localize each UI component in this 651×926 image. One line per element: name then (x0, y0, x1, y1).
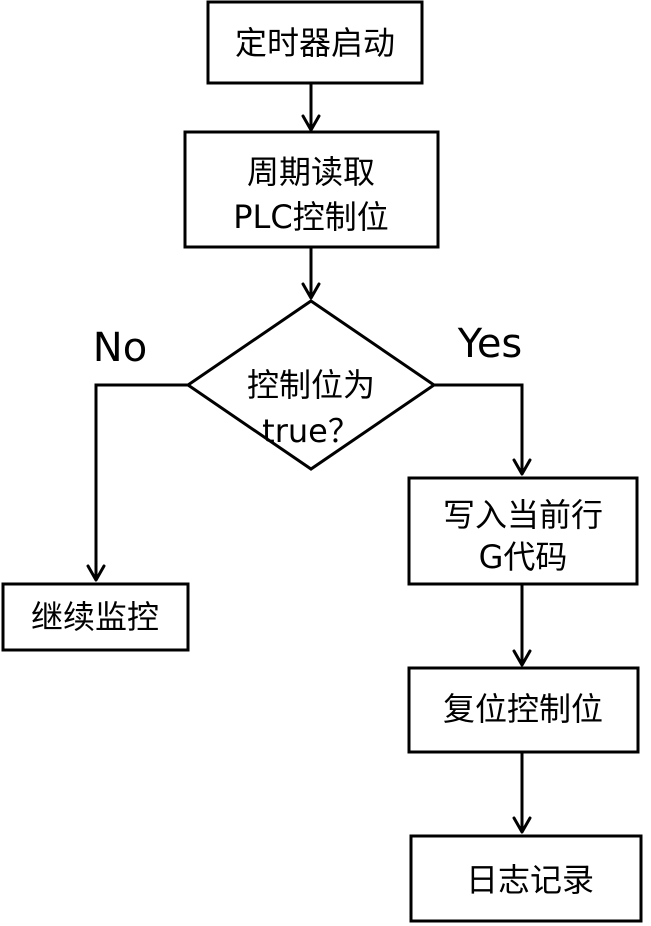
node-write: 写入当前行 G代码 (407, 476, 639, 586)
node-read-line1: 周期读取 (247, 153, 375, 191)
node-read-line2: PLC控制位 (233, 198, 388, 236)
node-decision-line2: true？ (262, 412, 360, 450)
connector-decision-no (94, 383, 188, 578)
arrowhead-write (512, 458, 532, 476)
node-write-line1: 写入当前行 (443, 496, 603, 534)
node-decision: 控制位为 true？ (185, 299, 437, 471)
node-continue-label: 继续监控 (31, 598, 159, 636)
node-write-line2: G代码 (479, 538, 568, 576)
connector-decision-yes (434, 383, 524, 472)
arrowhead-reset (512, 649, 532, 667)
node-continue: 继续监控 (1, 582, 190, 652)
node-reset-label: 复位控制位 (443, 690, 603, 728)
node-read-box (183, 130, 440, 249)
node-reset: 复位控制位 (407, 666, 640, 754)
node-decision-line1: 控制位为 (247, 366, 375, 404)
node-log-label: 日志记录 (466, 861, 594, 899)
branch-label-no: No (93, 325, 147, 371)
node-start: 定时器启动 (206, 0, 424, 85)
node-continue-box (1, 582, 190, 652)
node-read: 周期读取 PLC控制位 (183, 130, 440, 249)
arrowhead-decision (301, 282, 321, 300)
branch-label-yes: Yes (457, 321, 523, 367)
connectors (86, 83, 532, 834)
arrowhead-log (512, 816, 532, 834)
arrowhead-read (301, 114, 321, 132)
node-log: 日志记录 (409, 834, 643, 923)
node-write-box (407, 476, 639, 586)
node-start-box (206, 0, 424, 85)
node-start-label: 定时器启动 (235, 24, 395, 62)
node-decision-diamond (185, 299, 437, 471)
node-reset-box (407, 666, 640, 754)
node-log-box (409, 834, 643, 923)
arrowhead-continue (86, 564, 106, 582)
